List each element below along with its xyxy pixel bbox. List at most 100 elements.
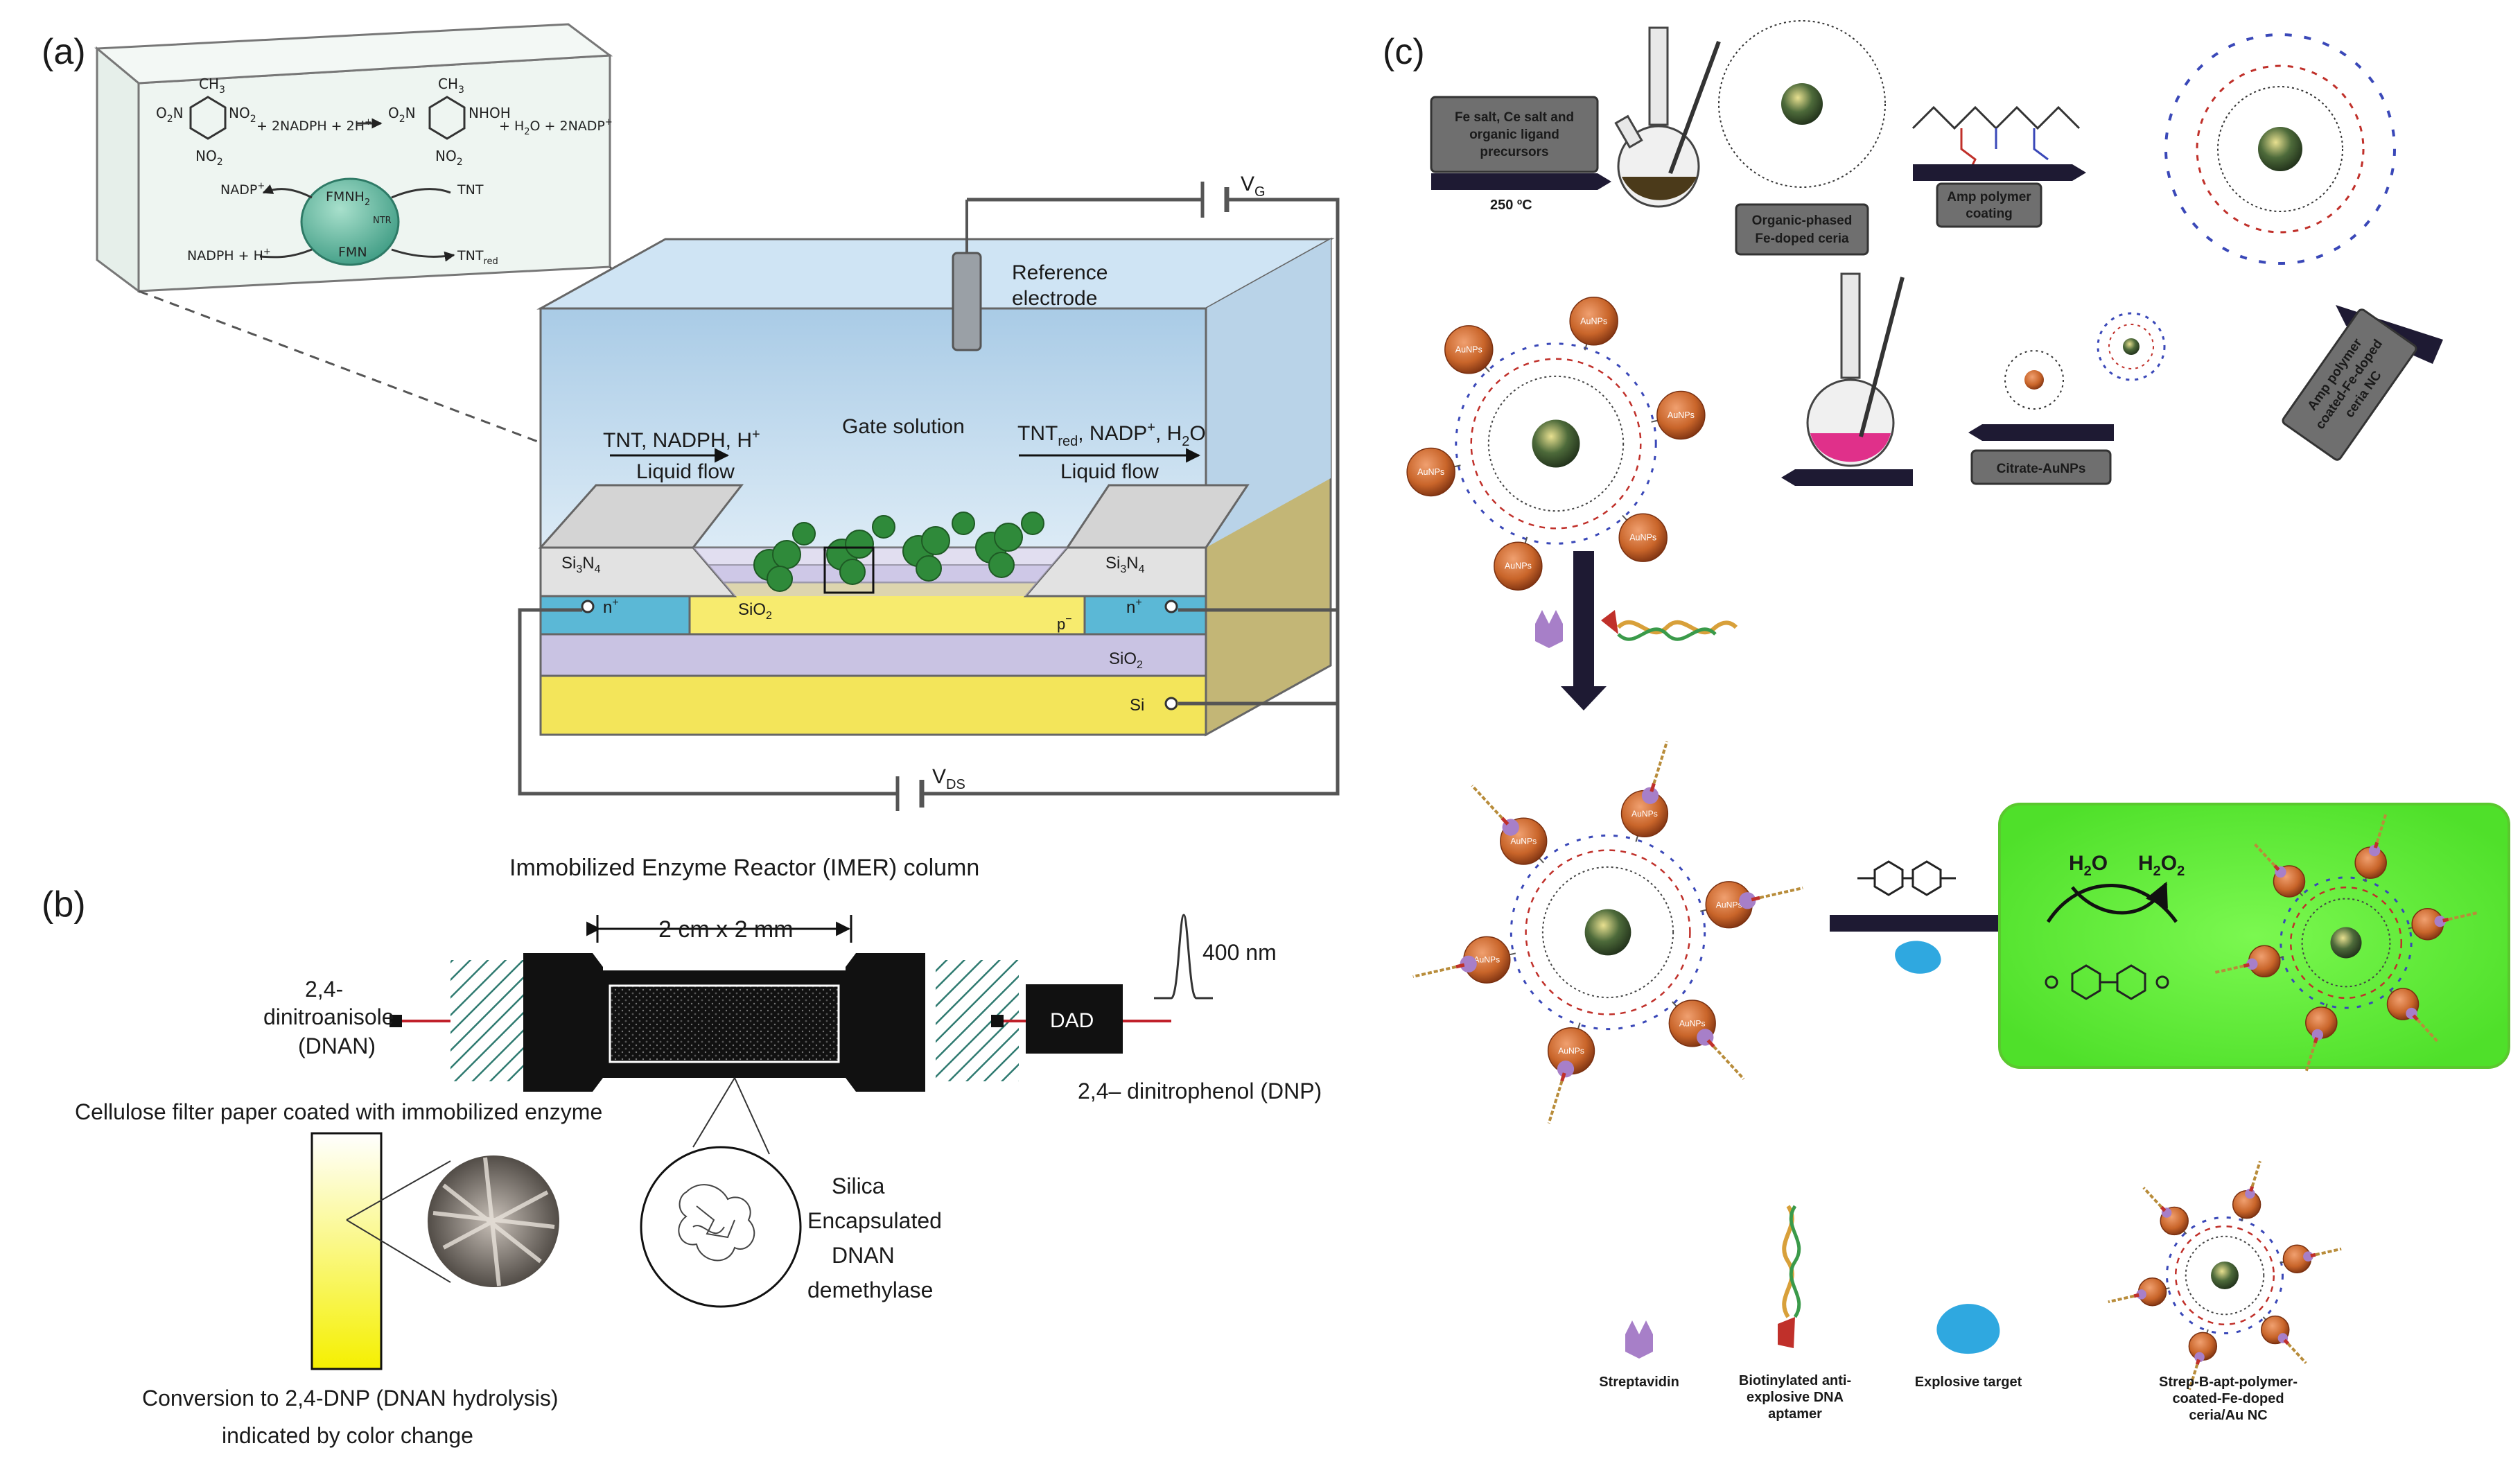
fmnh2-label: FMNH2	[326, 189, 370, 208]
legend-nc-label-3: ceria/Au NC	[2189, 1408, 2267, 1423]
aptamer-strand	[2214, 964, 2244, 975]
ligand-shell	[1487, 375, 1625, 512]
aptamer-strand	[1471, 785, 1503, 819]
aptamer-strand	[2448, 911, 2478, 921]
source-contact	[581, 600, 595, 613]
aunp-label: AuNPs	[1473, 955, 1500, 965]
enzyme-label-2: Encapsulated	[807, 1208, 942, 1233]
aunp-label: AuNPs	[1455, 344, 1482, 354]
zoom-box	[823, 546, 875, 594]
citrate-label: Citrate-AuNPs	[1997, 462, 2086, 476]
streptavidin-mark	[2136, 1289, 2146, 1300]
streptavidin-mark	[2311, 1029, 2324, 1041]
ntr-enzyme-icon	[300, 177, 400, 266]
organic-ceria-box	[1735, 203, 1869, 256]
arrow-step-7	[1830, 915, 2017, 932]
amp-polymer-icon	[1911, 105, 2081, 174]
left-flow-species: TNT, NADPH, H+	[603, 427, 760, 452]
au-nanoparticle	[1656, 390, 1706, 440]
aptamer-strand	[2108, 1294, 2135, 1304]
legend-target-label: Explosive target	[1915, 1375, 2022, 1390]
legend-aptamer-label-2: explosive DNA	[1747, 1390, 1844, 1405]
aptamer-head	[2249, 1185, 2255, 1192]
enzyme-label-3: DNAN	[832, 1243, 895, 1268]
aptamer-head	[1455, 963, 1465, 969]
aptamer-head	[2195, 1359, 2200, 1366]
left-flow-label: Liquid flow	[636, 460, 735, 483]
si3n4-left-label: Si3N4	[561, 554, 601, 575]
aptamer-strand	[1713, 1045, 1745, 1080]
polymer-shell-blue	[2280, 876, 2413, 1009]
aptamer-strand	[2286, 1343, 2307, 1364]
au-nanoparticle	[1494, 541, 1543, 591]
aptamer-head	[2283, 1338, 2290, 1345]
circuit-wires	[518, 182, 1340, 811]
aptamer-step-icon	[1601, 610, 1738, 641]
precursors-label-1: Fe salt, Ce salt and	[1455, 110, 1574, 125]
aptamer-head	[2273, 864, 2280, 871]
aptamer-strand	[2315, 1247, 2342, 1257]
temperature-label: 250 ºC	[1490, 198, 1532, 213]
panel-a: (a) O2N CH3 NO2 NO2 + 2NADPH + 2H+ O2N C…	[42, 23, 1340, 811]
reaction-inset: O2N CH3 NO2 NO2 + 2NADPH + 2H+ O2N CH3 N…	[94, 23, 613, 293]
aunp-label: AuNPs	[1668, 410, 1695, 420]
oxidized-tmb-icon	[2045, 964, 2169, 1000]
aptamer-head	[2310, 1253, 2316, 1258]
ligand-shell	[2185, 1235, 2265, 1316]
arrow-step-5	[1781, 469, 1913, 486]
aptamer-head	[1560, 1072, 1566, 1082]
dimension-label: 2 cm x 2 mm	[658, 916, 794, 943]
aunp-label: AuNPs	[1510, 837, 1537, 846]
vds-label: VDS	[932, 765, 965, 792]
right-flow-label: Liquid flow	[1060, 460, 1159, 483]
panel-c-label: (c)	[1383, 32, 1425, 72]
streptavidin-mark	[2246, 958, 2258, 970]
aptamer-strand	[2304, 1042, 2317, 1072]
conversion-caption-1: Conversion to 2,4-DNP (DNAN hydrolysis)	[142, 1386, 558, 1411]
aptamer-head	[1500, 817, 1510, 826]
h2o-label: H2O	[2069, 852, 2108, 879]
amp-coating-box	[1936, 182, 2042, 228]
p-minus-label: p−	[1057, 613, 1072, 633]
zoom-line-bottom	[346, 1219, 451, 1283]
dnp-label: 2,4– dinitrophenol (DNP)	[1078, 1079, 1322, 1103]
eq-products: + H2O + 2NADP+	[499, 117, 613, 137]
panel-b: (b) Immobilized Enzyme Reactor (IMER) co…	[42, 855, 1322, 1448]
ligand-shell	[2301, 898, 2391, 988]
aunp-label: AuNPs	[1580, 316, 1607, 326]
streptavidin-mark	[2434, 915, 2446, 927]
aunp-label: AuNPs	[1629, 533, 1656, 543]
solution-side-face	[1206, 239, 1331, 548]
h2o2-label: H2O2	[2138, 852, 2185, 879]
precursors-label-2: organic ligand	[1469, 128, 1559, 142]
drain-contact	[1164, 600, 1178, 613]
enzyme-label-1: Silica	[832, 1174, 885, 1198]
inlet-connector	[390, 1015, 402, 1027]
column-zoom-line-left	[692, 1077, 735, 1148]
polymer-shell-blue	[2166, 1216, 2284, 1334]
si3n4-left-top	[538, 484, 744, 549]
ceria-core	[1532, 419, 1580, 468]
reference-electrode-icon	[952, 252, 982, 351]
legend-nc-label-1: Strep-B-apt-polymer-	[2159, 1375, 2298, 1390]
legend-streptavidin-icon	[1625, 1320, 1653, 1359]
dnan-label-2: dinitroanisole	[263, 1004, 394, 1029]
panel-b-label: (b)	[42, 884, 86, 925]
legend-nc-icon	[2108, 1160, 2342, 1390]
aptamer-strand	[1547, 1081, 1564, 1124]
polymer-shell-red	[1470, 358, 1642, 530]
eq-reagents: + 2NADPH + 2H+	[256, 117, 372, 134]
aptamer-head	[2133, 1293, 2140, 1298]
si3n4-right-top	[1065, 484, 1250, 549]
au-nanoparticle	[1569, 297, 1618, 346]
polymer-shell-red	[1525, 849, 1691, 1015]
streptavidin-mark	[1739, 892, 1756, 909]
arrow-step-2	[1913, 164, 2086, 181]
nhoh-label: NHOH	[469, 105, 511, 121]
amp-coating-label-2: coating	[1966, 207, 2013, 221]
conversion-caption-2: indicated by color change	[222, 1423, 473, 1448]
sio2-bottom-layer	[539, 633, 1207, 677]
si-label: Si	[1130, 696, 1144, 715]
ceria-core	[2330, 927, 2362, 959]
